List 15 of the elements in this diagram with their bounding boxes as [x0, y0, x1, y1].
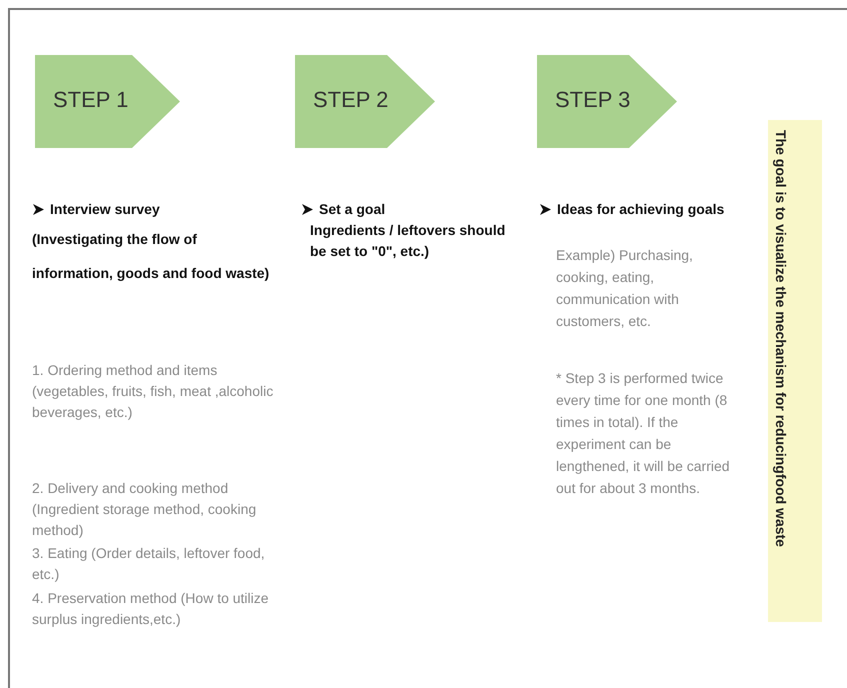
example-text: Example) Purchasing, cooking, eating, communication with customers, etc. [556, 246, 694, 331]
heading: Interview survey [50, 200, 161, 219]
description-text: (Investigating the flow of information, goods and food waste) [32, 230, 270, 283]
list-item: 1. Ordering method and items (vegetables, fruits, fish, meat ,alcoholic beverages, etc.) [32, 361, 274, 422]
list-item: 3. Eating (Order details, leftover food, etc.) [32, 544, 266, 584]
step-label: STEP 2 [313, 87, 388, 113]
list-item: 2. Delivery and cooking method (Ingredient storage method, cooking method) [32, 479, 258, 540]
heading: Ideas for achieving goals [557, 200, 726, 219]
goal-statement: The goal is to visualize the mechanism for reducingfood waste [772, 130, 790, 549]
description-text: Ingredients / leftovers should be set to "0", etc.) [310, 221, 506, 261]
note-text: * Step 3 is performed twice every time for one month (8 times in total). If the experiment can be lengthened, it will be carried out for about 3 months. [556, 369, 731, 498]
list-item: 4. Preservation method (How to utilize surplus ingredients,etc.) [32, 589, 270, 629]
heading: Set a goal [319, 200, 386, 219]
step-label: STEP 1 [53, 87, 128, 113]
step-label: STEP 3 [555, 87, 630, 113]
